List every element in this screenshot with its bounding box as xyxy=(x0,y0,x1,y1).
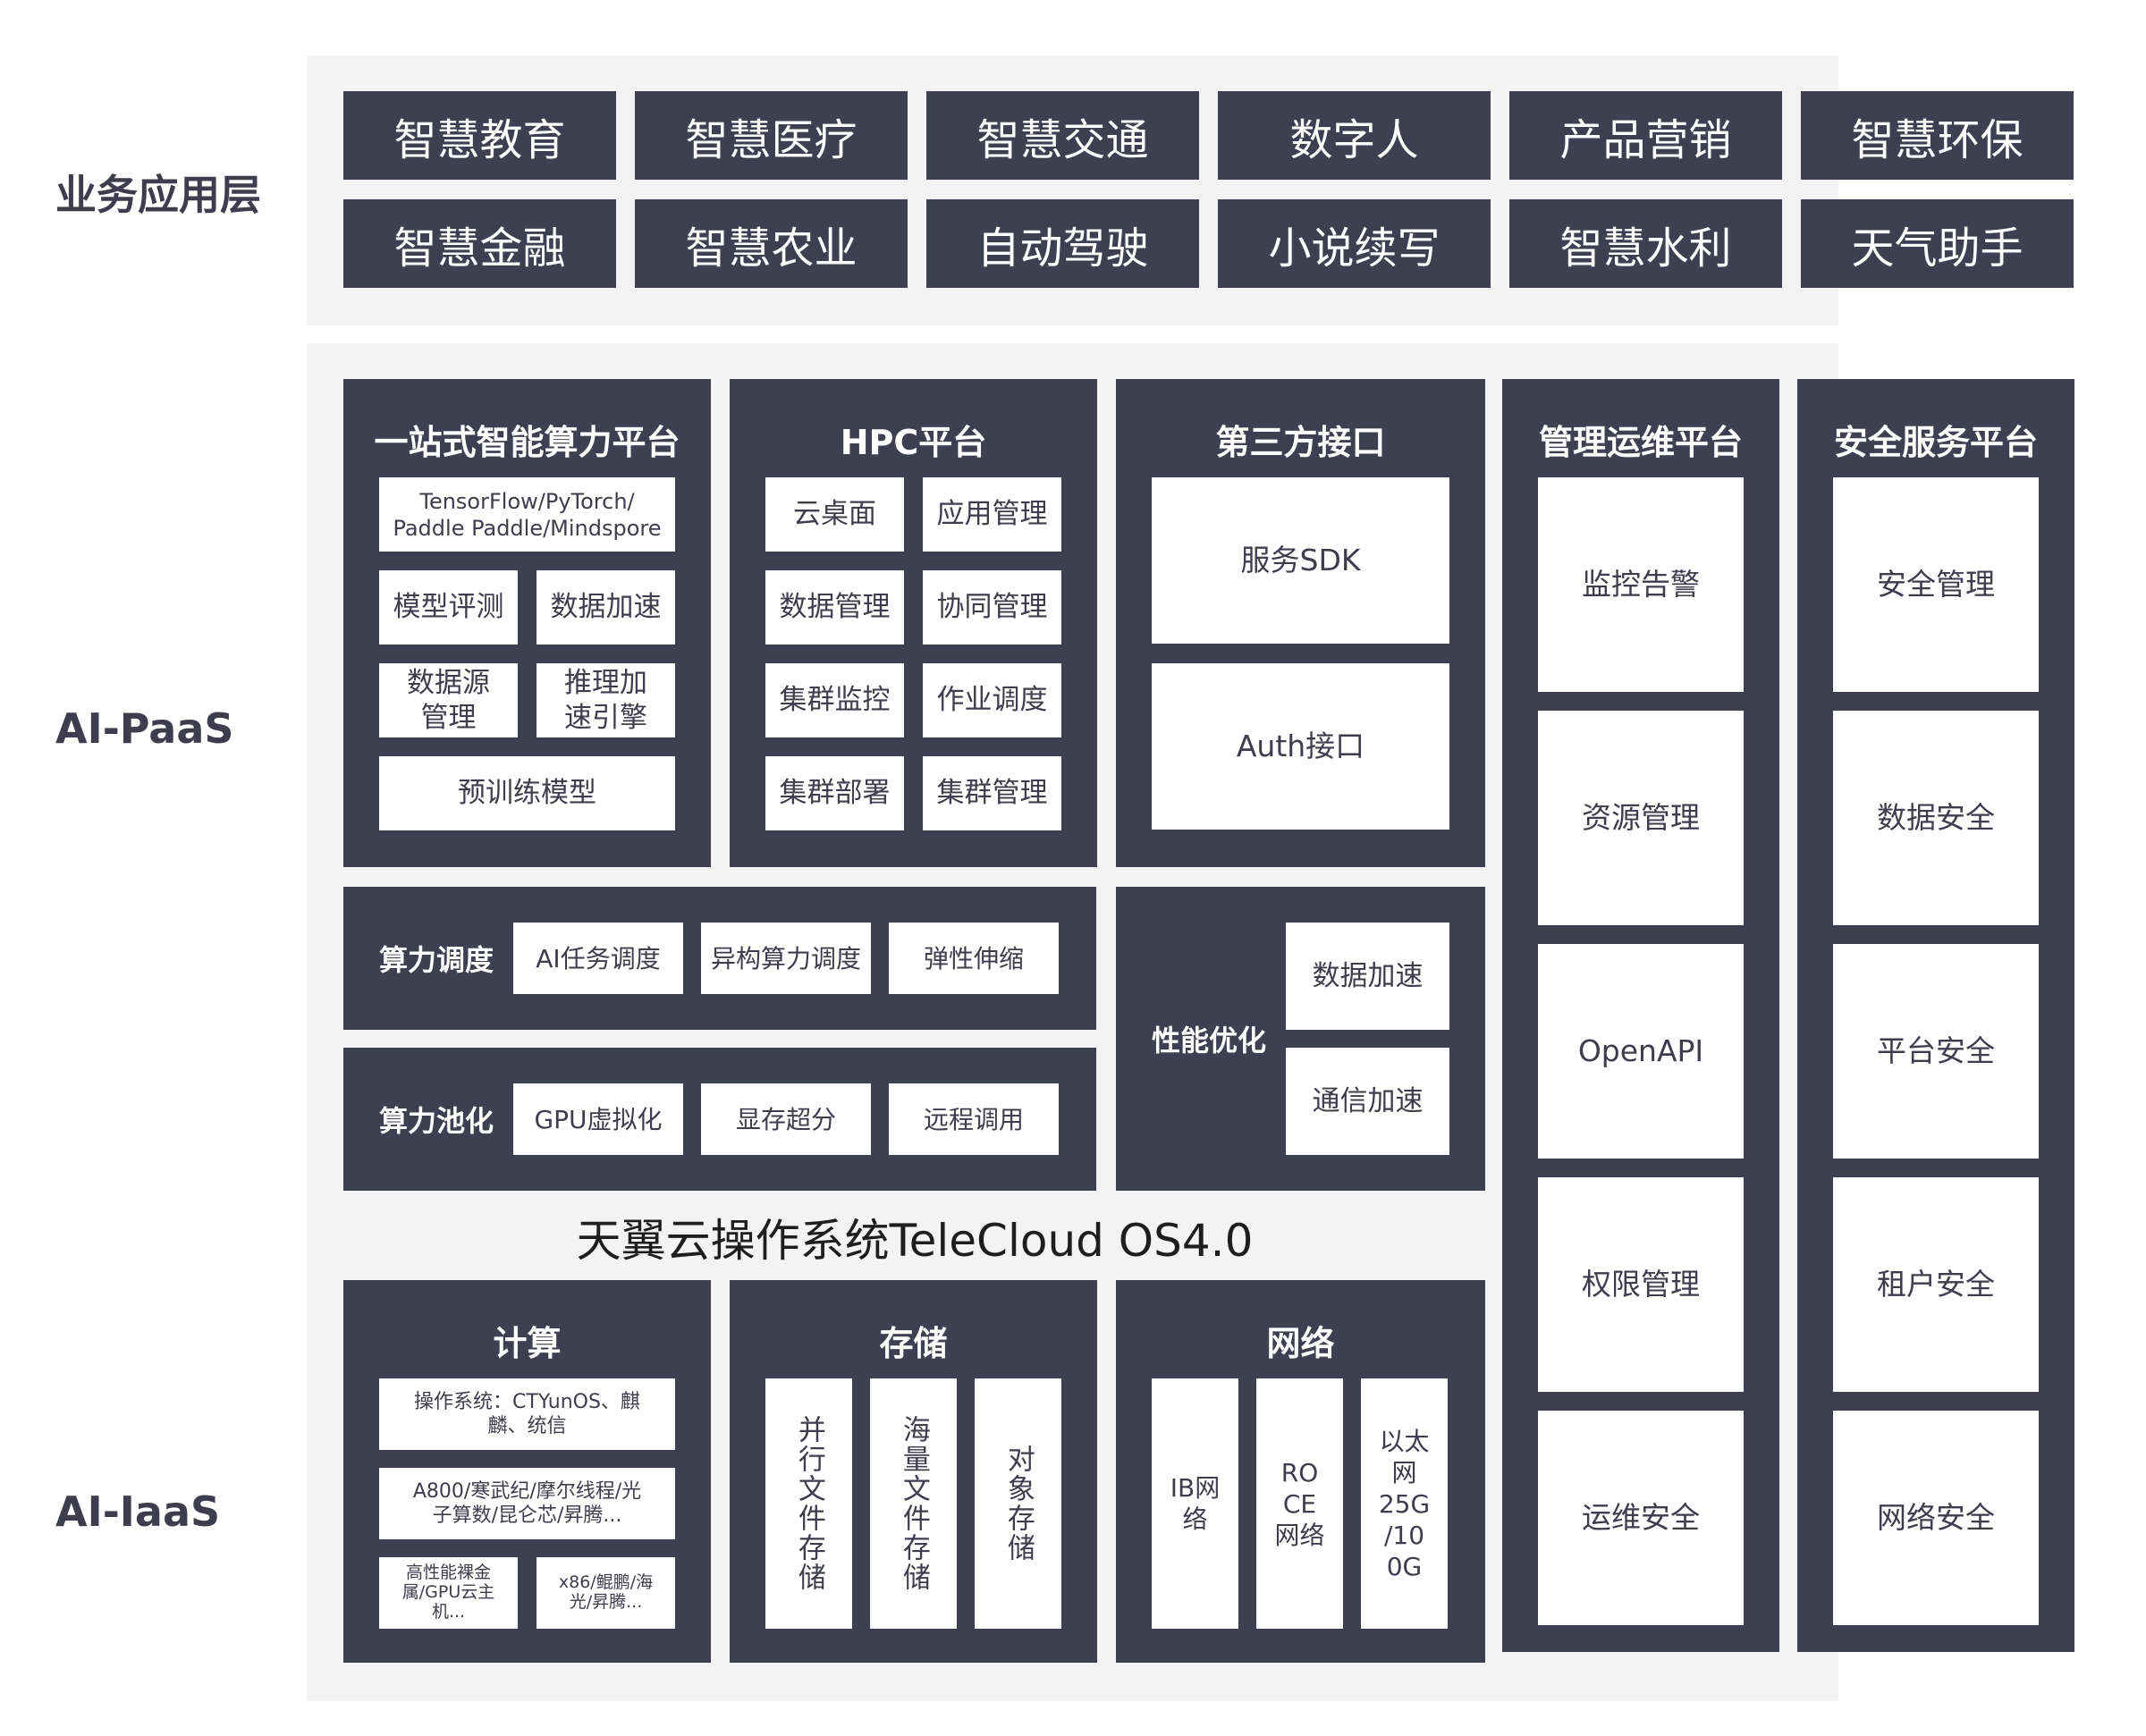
network-title: 网络 xyxy=(1266,1324,1335,1363)
hpc-panel: HPC平台 云桌面 应用管理 数据管理 协同管理 集群监控 作业调度 集群部署 … xyxy=(730,379,1097,867)
app-tile[interactable]: 智慧医疗 xyxy=(635,91,908,180)
app-tile[interactable]: 天气助手 xyxy=(1801,199,2074,288)
hpc-item[interactable]: 协同管理 xyxy=(923,570,1061,645)
ops-item[interactable]: 运维安全 xyxy=(1538,1411,1744,1625)
scheduling-row: 算力调度 AI任务调度 异构算力调度 弹性伸缩 xyxy=(343,887,1096,1030)
perf-item[interactable]: 数据加速 xyxy=(1286,923,1449,1030)
frameworks-box[interactable]: TensorFlow/PyTorch/ Paddle Paddle/Mindsp… xyxy=(379,477,675,552)
service-sdk-box[interactable]: 服务SDK xyxy=(1152,477,1449,644)
hpc-item[interactable]: 数据管理 xyxy=(765,570,904,645)
ops-item[interactable]: 监控告警 xyxy=(1538,477,1744,692)
compute-panel: 计算 操作系统：CTYunOS、麒 麟、统信 A800/寒武纪/摩尔线程/光 子… xyxy=(343,1280,711,1663)
app-tile[interactable]: 智慧农业 xyxy=(635,199,908,288)
storage-item-label: 并行文件存储 xyxy=(792,1415,825,1592)
compute-title: 计算 xyxy=(493,1324,562,1363)
pooling-row: 算力池化 GPU虚拟化 显存超分 远程调用 xyxy=(343,1048,1096,1191)
app-tile[interactable]: 产品营销 xyxy=(1509,91,1782,180)
layer-label-paas: AI-PaaS xyxy=(55,704,234,753)
perf-panel: 性能优化 数据加速 通信加速 xyxy=(1116,887,1485,1191)
app-tile[interactable]: 智慧金融 xyxy=(343,199,616,288)
compute-chip-box[interactable]: A800/寒武纪/摩尔线程/光 子算数/昆仑芯/昇腾... xyxy=(379,1468,675,1539)
hpc-item[interactable]: 集群管理 xyxy=(923,756,1061,830)
hpc-item[interactable]: 作业调度 xyxy=(923,663,1061,737)
layer-label-app: 业务应用层 xyxy=(55,171,261,219)
scheduling-label: 算力调度 xyxy=(379,943,494,977)
hpc-item[interactable]: 应用管理 xyxy=(923,477,1061,552)
app-tile[interactable]: 数字人 xyxy=(1218,91,1491,180)
network-item[interactable]: IB网 络 xyxy=(1152,1378,1238,1629)
data-accel-box[interactable]: 数据加速 xyxy=(536,570,675,645)
hpc-title: HPC平台 xyxy=(840,423,987,462)
security-item[interactable]: 数据安全 xyxy=(1833,711,2039,925)
app-tile[interactable]: 智慧水利 xyxy=(1509,199,1782,288)
storage-item-label: 海量文件存储 xyxy=(897,1415,930,1592)
ops-item[interactable]: 资源管理 xyxy=(1538,711,1744,925)
inference-engine-box[interactable]: 推理加 速引擎 xyxy=(536,663,675,737)
security-item[interactable]: 平台安全 xyxy=(1833,944,2039,1159)
scheduling-item[interactable]: 异构算力调度 xyxy=(701,923,871,994)
perf-item[interactable]: 通信加速 xyxy=(1286,1048,1449,1155)
security-item[interactable]: 安全管理 xyxy=(1833,477,2039,692)
third-party-panel: 第三方接口 服务SDK Auth接口 xyxy=(1116,379,1485,867)
ops-item[interactable]: OpenAPI xyxy=(1538,944,1744,1159)
platform-title: 一站式智能算力平台 xyxy=(374,423,680,462)
auth-box[interactable]: Auth接口 xyxy=(1152,663,1449,830)
compute-os-box[interactable]: 操作系统：CTYunOS、麒 麟、统信 xyxy=(379,1378,675,1450)
network-item[interactable]: RO CE 网络 xyxy=(1256,1378,1343,1629)
storage-title: 存储 xyxy=(879,1324,948,1363)
storage-panel: 存储 并行文件存储 海量文件存储 对象存储 xyxy=(730,1280,1097,1663)
compute-baremetal-box[interactable]: 高性能裸金 属/GPU云主 机... xyxy=(379,1557,518,1629)
ops-item[interactable]: 权限管理 xyxy=(1538,1177,1744,1392)
security-item[interactable]: 租户安全 xyxy=(1833,1177,2039,1392)
security-panel: 安全服务平台 安全管理 数据安全 平台安全 租户安全 网络安全 xyxy=(1797,379,2074,1652)
network-panel: 网络 IB网 络 RO CE 网络 以太 网 25G /10 0G xyxy=(1116,1280,1485,1663)
app-tile[interactable]: 智慧教育 xyxy=(343,91,616,180)
scheduling-item[interactable]: 弹性伸缩 xyxy=(889,923,1059,994)
perf-label: 性能优化 xyxy=(1152,1024,1267,1058)
app-tile[interactable]: 智慧交通 xyxy=(926,91,1199,180)
datasource-box[interactable]: 数据源 管理 xyxy=(379,663,518,737)
hpc-item[interactable]: 集群部署 xyxy=(765,756,904,830)
storage-item[interactable]: 海量文件存储 xyxy=(870,1378,957,1629)
security-item[interactable]: 网络安全 xyxy=(1833,1411,2039,1625)
hpc-item[interactable]: 云桌面 xyxy=(765,477,904,552)
hpc-item[interactable]: 集群监控 xyxy=(765,663,904,737)
pooling-item[interactable]: GPU虚拟化 xyxy=(513,1083,683,1155)
app-tile[interactable]: 自动驾驶 xyxy=(926,199,1199,288)
pooling-item[interactable]: 显存超分 xyxy=(701,1083,871,1155)
ops-title: 管理运维平台 xyxy=(1538,423,1743,462)
compute-arch-box[interactable]: x86/鲲鹏/海 光/昇腾... xyxy=(536,1557,675,1629)
storage-item-label: 对象存储 xyxy=(1001,1445,1035,1563)
pooling-item[interactable]: 远程调用 xyxy=(889,1083,1059,1155)
network-item[interactable]: 以太 网 25G /10 0G xyxy=(1361,1378,1448,1629)
security-title: 安全服务平台 xyxy=(1833,423,2038,462)
os-title: 天翼云操作系统TeleCloud OS4.0 xyxy=(576,1215,1254,1267)
app-tile[interactable]: 小说续写 xyxy=(1218,199,1491,288)
pretrain-box[interactable]: 预训练模型 xyxy=(379,756,675,830)
third-party-title: 第三方接口 xyxy=(1215,423,1386,462)
pooling-label: 算力池化 xyxy=(379,1104,494,1138)
storage-item[interactable]: 对象存储 xyxy=(975,1378,1061,1629)
storage-item[interactable]: 并行文件存储 xyxy=(765,1378,852,1629)
platform-panel: 一站式智能算力平台 TensorFlow/PyTorch/ Paddle Pad… xyxy=(343,379,711,867)
layer-label-iaas: AI-IaaS xyxy=(55,1487,221,1536)
scheduling-item[interactable]: AI任务调度 xyxy=(513,923,683,994)
app-tile[interactable]: 智慧环保 xyxy=(1801,91,2074,180)
model-eval-box[interactable]: 模型评测 xyxy=(379,570,518,645)
ops-panel: 管理运维平台 监控告警 资源管理 OpenAPI 权限管理 运维安全 xyxy=(1502,379,1779,1652)
